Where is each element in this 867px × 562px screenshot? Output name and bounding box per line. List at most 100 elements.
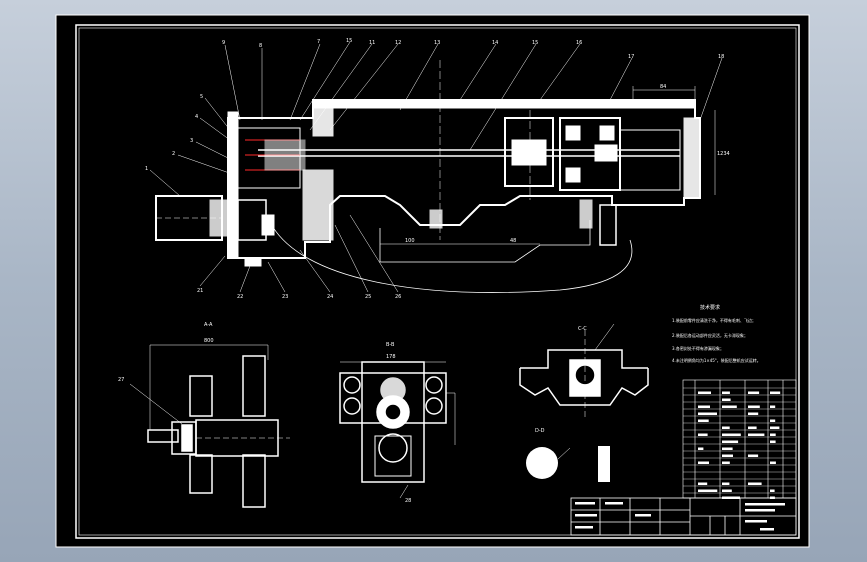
parts-list-entry-mark <box>770 391 781 394</box>
parts-list-entry-mark <box>698 405 710 408</box>
part-number-28: 28 <box>405 498 411 504</box>
parts-list-entry-mark <box>770 405 776 408</box>
tech-req-line-3: 3.各密封处不得有渗漏现象； <box>672 345 724 351</box>
part-number-11: 11 <box>369 40 375 46</box>
parts-list-entry-mark <box>748 454 759 457</box>
part-number-1: 1 <box>145 166 148 172</box>
parts-list-entry-mark <box>722 454 733 457</box>
parts-list-entry-mark <box>770 440 776 443</box>
parts-list-entry-mark <box>770 461 776 464</box>
title-block-entry-mark <box>745 520 767 523</box>
part-number-22: 22 <box>237 294 243 300</box>
dimension-48: 48 <box>510 238 516 244</box>
section-label-b: B-B <box>386 342 395 348</box>
drawing-inner-frame <box>78 27 797 536</box>
parts-list-entry-mark <box>748 412 759 415</box>
part-number-26: 26 <box>395 294 401 300</box>
section-label-c: C-C <box>578 326 587 332</box>
drawing-sheet <box>55 14 810 548</box>
tech-req-line-1: 1.装配前零件应清洗干净，不得有毛刺、飞边； <box>672 317 756 323</box>
title-block-entry-mark <box>635 514 651 517</box>
part-number-13: 13 <box>434 40 440 46</box>
part-number-24: 24 <box>327 294 333 300</box>
parts-list-entry-mark <box>748 426 757 429</box>
parts-list-entry-mark <box>722 391 730 394</box>
main-assembly-view <box>155 60 701 293</box>
parts-list-entry-mark <box>698 447 704 450</box>
part-number-2: 2 <box>172 151 175 157</box>
parts-list-entry-mark <box>770 433 776 436</box>
technical-requirements: 技术要求 1.装配前零件应清洗干净，不得有毛刺、飞边； 2.装配后各运动部件应灵… <box>672 304 761 363</box>
section-view-d <box>526 446 610 482</box>
part-number-14: 14 <box>492 40 498 46</box>
part-number-8: 8 <box>259 43 262 49</box>
part-number-25: 25 <box>365 294 371 300</box>
part-numbers: 9 8 7 15 11 12 13 14 15 16 17 18 5 4 3 2… <box>118 38 724 504</box>
dimensions-main <box>380 86 716 245</box>
parts-list-entry-mark <box>722 398 731 401</box>
parts-list-entry-mark <box>770 489 775 492</box>
tech-req-title: 技术要求 <box>700 304 720 311</box>
parts-list-entry-mark <box>748 391 760 394</box>
parts-list-entry-mark <box>722 489 732 492</box>
section-view-a <box>129 344 290 508</box>
section-label-d: D-D <box>535 428 545 434</box>
title-block-entry-mark <box>575 514 597 517</box>
part-number-23: 23 <box>282 294 288 300</box>
parts-list-entry-mark <box>722 461 730 464</box>
part-number-7: 7 <box>317 39 320 45</box>
title-block-entry-mark <box>575 526 593 529</box>
parts-list-entry-mark <box>722 447 733 450</box>
part-number-12: 12 <box>395 40 401 46</box>
drawing-frame <box>75 24 800 539</box>
dimension-84: 84 <box>660 84 666 90</box>
dimension-100: 100 <box>405 238 415 244</box>
part-number-15b: 15 <box>532 40 538 46</box>
parts-list-entry-mark <box>722 433 741 436</box>
parts-list-entry-mark <box>722 405 737 408</box>
part-number-21: 21 <box>197 288 203 294</box>
part-number-4: 4 <box>195 114 198 120</box>
parts-list-entry-mark <box>770 419 776 422</box>
part-number-27: 27 <box>118 377 124 383</box>
parts-list-entry-mark <box>698 391 711 394</box>
dimension-1234: 1234 <box>717 151 730 157</box>
title-block-entry-mark <box>760 528 774 531</box>
title-block-entry-mark <box>605 502 623 505</box>
parts-list-rows <box>683 387 796 494</box>
parts-list-entry-mark <box>698 419 709 422</box>
section-view-b <box>339 361 456 499</box>
section-view-c <box>519 323 649 420</box>
parts-list-entry-mark <box>722 482 730 485</box>
title-block-entry-mark <box>745 509 775 512</box>
dimension-800: 800 <box>204 338 214 344</box>
tech-req-line-4: 4.未注明倒角均为1×45°，装配后整机应试运转。 <box>672 357 761 363</box>
parts-list-entry-mark <box>722 426 730 429</box>
title-block-entry-mark <box>575 502 595 505</box>
parts-list-entry-mark <box>748 405 760 408</box>
part-number-15: 15 <box>346 38 352 44</box>
parts-list-entry-mark <box>698 412 717 415</box>
parts-list-entry-mark <box>770 426 780 429</box>
part-number-9: 9 <box>222 40 225 46</box>
title-block <box>570 497 797 536</box>
parts-list-entry-mark <box>722 440 739 443</box>
part-number-17: 17 <box>628 54 634 60</box>
title-block-entries <box>575 502 785 531</box>
tech-req-line-2: 2.装配后各运动部件应灵活，无卡滞现象； <box>672 332 748 338</box>
parts-list-entry-mark <box>748 482 762 485</box>
parts-list-entry-mark <box>698 461 709 464</box>
parts-list-entry-mark <box>698 433 708 436</box>
part-number-3: 3 <box>190 138 193 144</box>
section-label-a: A-A <box>204 322 213 328</box>
parts-list-entry-mark <box>698 482 708 485</box>
part-number-16: 16 <box>576 40 582 46</box>
dimension-178: 178 <box>386 354 396 360</box>
part-number-18: 18 <box>718 54 724 60</box>
parts-list-entry-mark <box>748 433 765 436</box>
leader-lines <box>149 41 723 293</box>
top-wall <box>312 99 696 109</box>
title-block-entry-mark <box>745 503 785 506</box>
part-number-5: 5 <box>200 94 203 100</box>
